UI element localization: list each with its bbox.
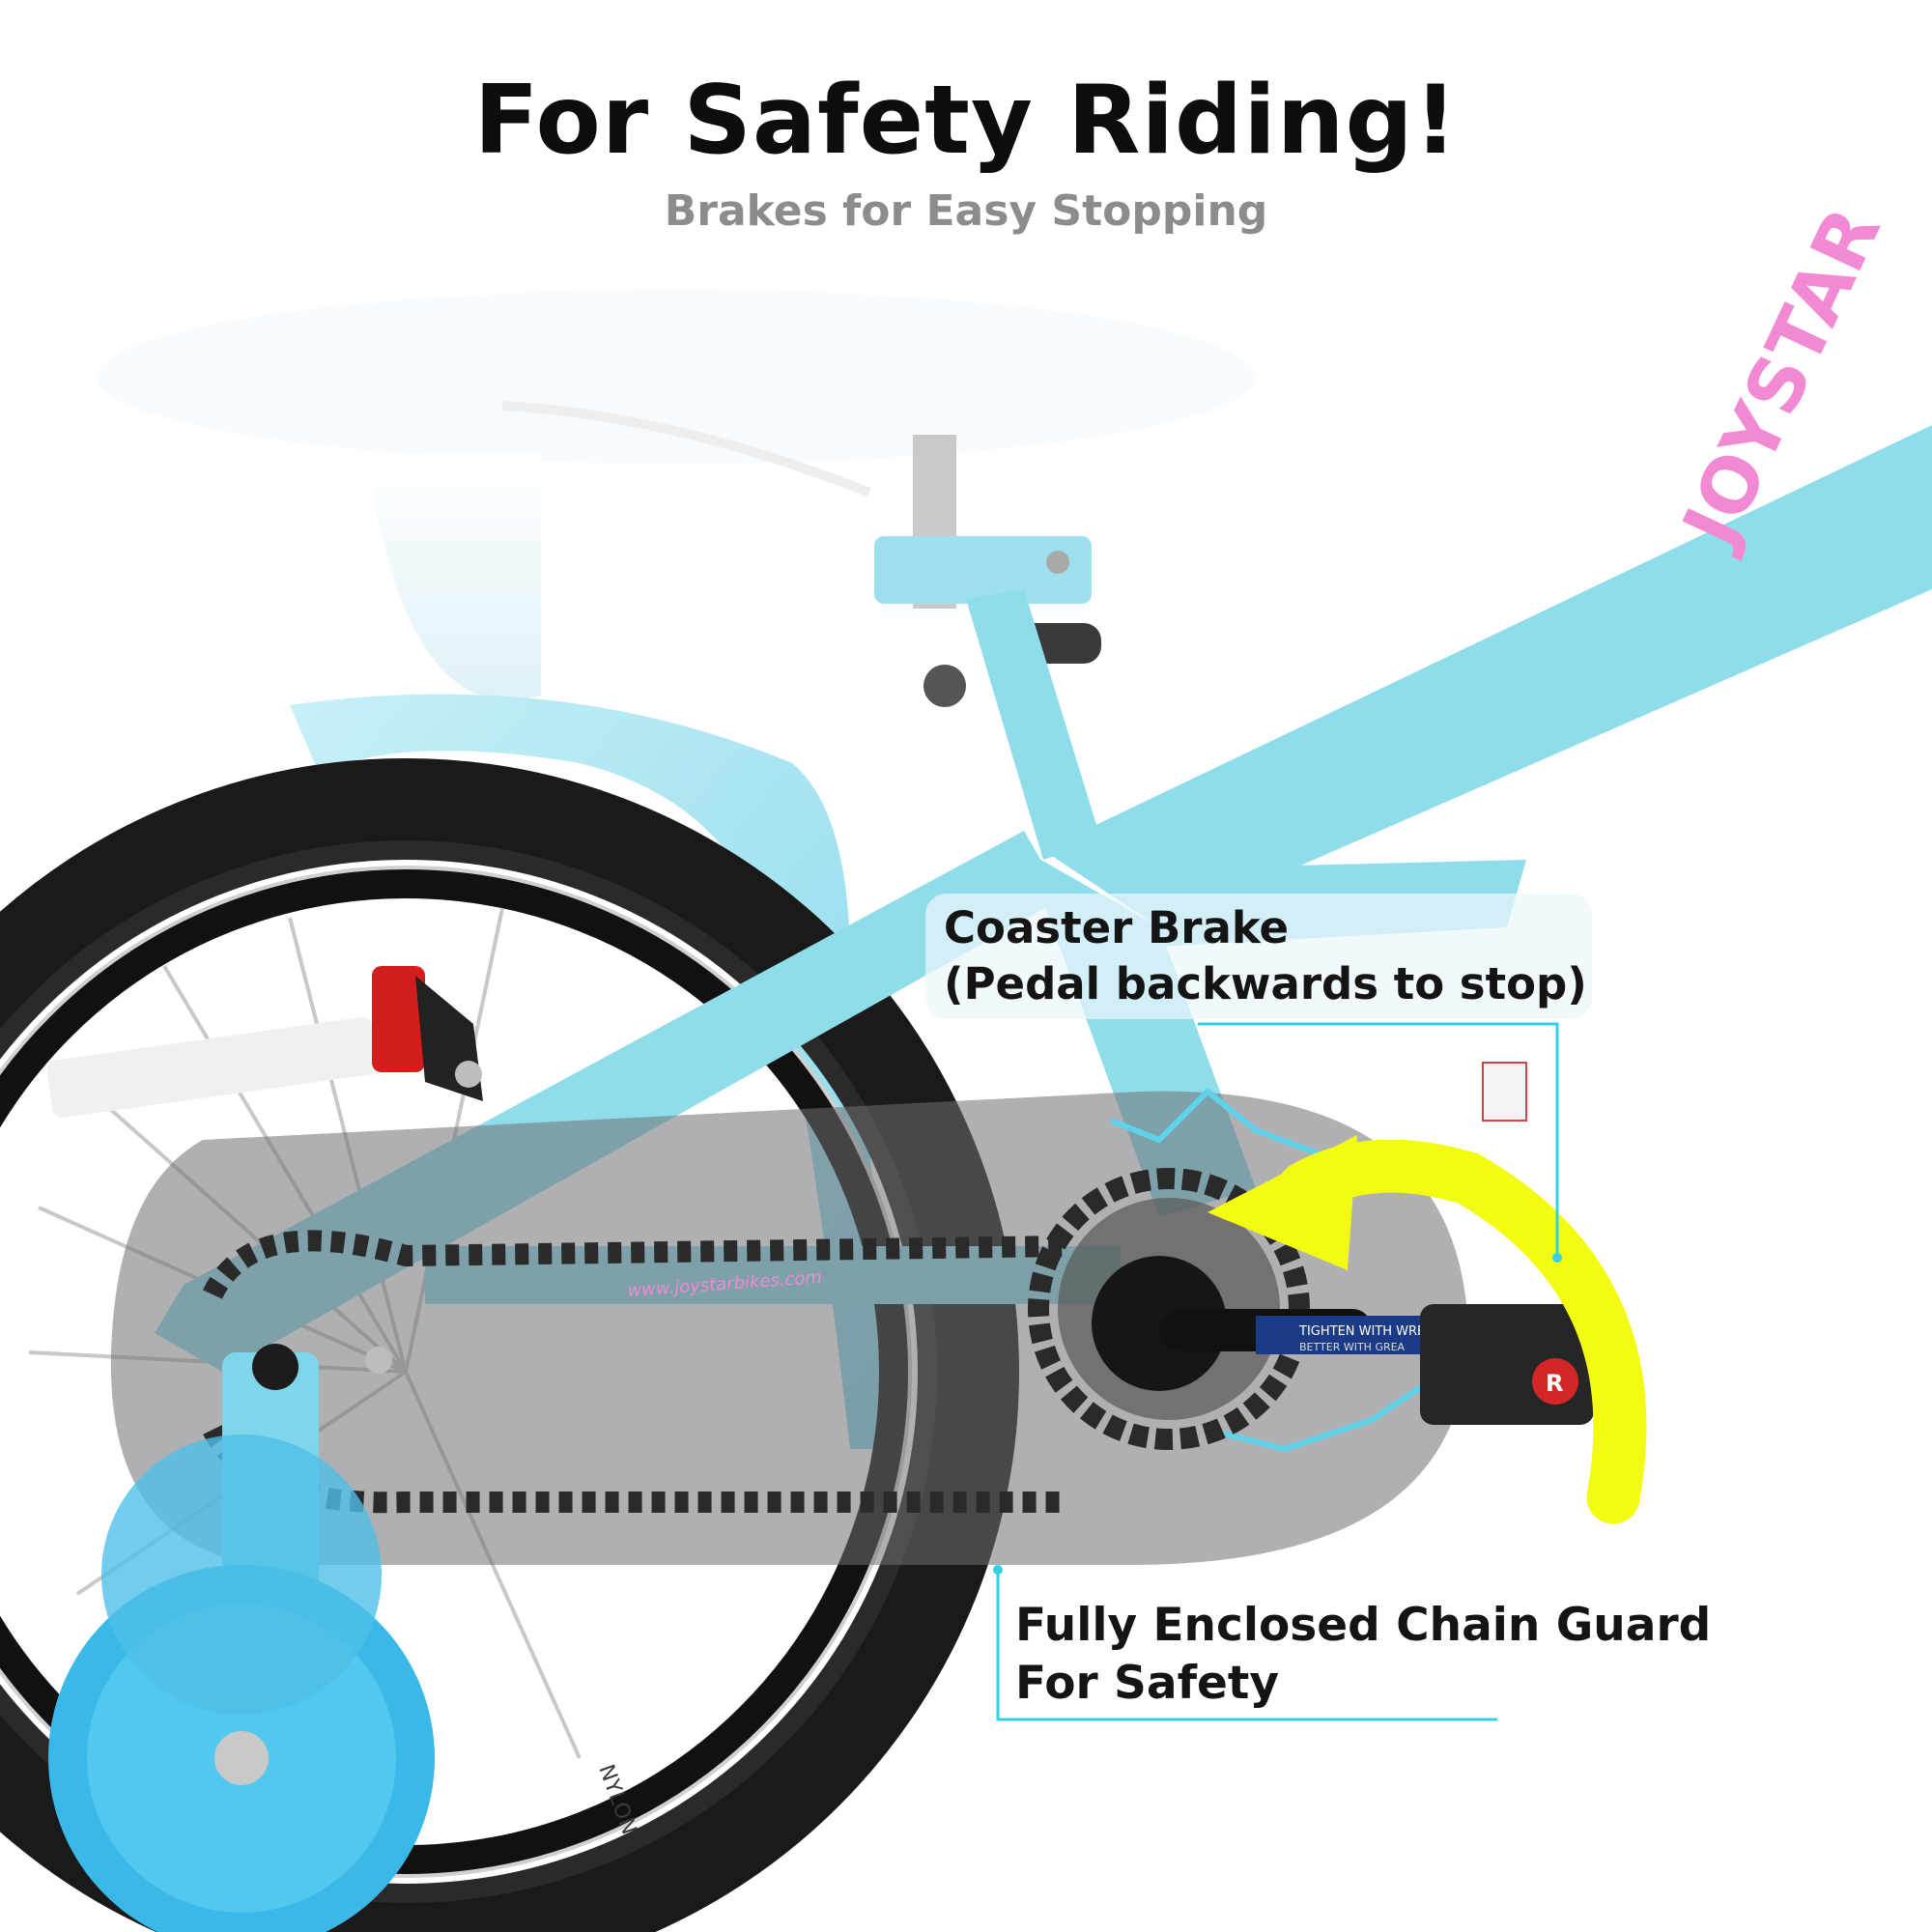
crank-assembly: TIGHTEN WITH WRENCH BETTER WITH GREA [1028,1168,1453,1450]
rear-reflector [372,966,483,1101]
backpedal-arrowhead-icon [1208,1135,1357,1270]
backpedal-arrow-icon [1277,1139,1647,1524]
coaster-leader-line [1198,1022,1559,1258]
callout-lines [993,1022,1562,1721]
spoke-reflector [46,1016,379,1119]
guard-swoosh-lower [1207,1378,1432,1453]
clamp-nut [923,665,966,707]
coaster-brake-callout-bg [925,894,1592,1019]
seat-clamp [874,536,1092,604]
training-wheel [48,1344,435,1932]
pedal-mark: R [1546,1370,1563,1397]
chain-guard-callout: Fully Enclosed Chain Guard For Safety [1015,1599,1712,1710]
wrench-sticker [1256,1316,1425,1354]
page-subtitle: Brakes for Easy Stopping [664,186,1268,236]
coaster-brake-callout: Coaster Brake (Pedal backwards to stop) [944,902,1587,1009]
frame-tag [1482,1062,1527,1122]
chain-top [203,1230,1064,1300]
guard-swoosh [1109,1087,1335,1162]
training-wheel-back [101,1435,382,1715]
wrench-sticker-text: TIGHTEN WITH WRENCH [1298,1324,1453,1339]
wrench-sticker-subtext: BETTER WITH GREA [1299,1341,1406,1353]
guard-leader-line [996,1570,1497,1721]
seat-area [97,290,1256,707]
page-title: For Safety Riding! [473,66,1459,176]
clamp-bolt [1046,551,1069,574]
